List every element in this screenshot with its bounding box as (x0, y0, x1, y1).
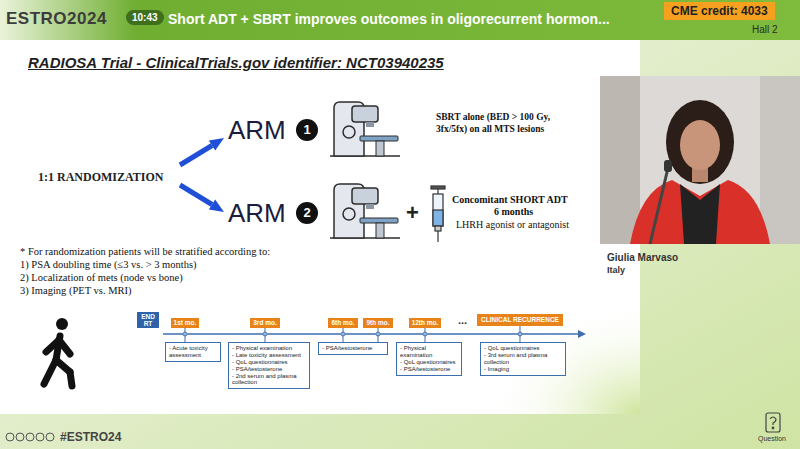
arm-number: 1 (296, 119, 318, 141)
plus-sign: + (406, 200, 419, 226)
stratification-note: 2) Localization of mets (node vs bone) (20, 272, 183, 285)
question-icon (766, 413, 780, 432)
node-text: 12th mo. (412, 319, 439, 327)
stratification-note: 3) Imaging (PET vs. MRI) (20, 285, 132, 298)
node-text: CLINICAL RECURRENCE (481, 316, 559, 324)
time-badge: 10:43 (126, 10, 164, 25)
timeline-connector (424, 328, 425, 342)
node-text: - Late toxicity assessment (232, 352, 306, 359)
node-text: - PSA/testosterone (232, 366, 306, 373)
arm-description: LHRH agonist or antagonist (456, 219, 569, 231)
speaker-name: Giulia Marvaso (607, 252, 678, 264)
timeline-connector (343, 328, 344, 342)
arm-label: ARM (228, 198, 286, 229)
stratification-note: 1) PSA doubling time (≤3 vs. > 3 months) (20, 259, 197, 272)
timeline-connector (264, 328, 265, 342)
timeline-ellipsis: ... (458, 314, 467, 327)
node-text: 3rd mo. (253, 319, 276, 327)
timeline-end: CLINICAL RECURRENCE (477, 314, 563, 326)
node-text: - QoL questionnaires (484, 345, 562, 352)
speaker-country: Italy (607, 265, 625, 276)
node-text: - PSA/testosterone (400, 366, 458, 373)
hashtag: #ESTRO24 (60, 430, 121, 444)
node-text: 2 (296, 202, 318, 224)
credit-badge: CME credit: 4033 (664, 2, 775, 20)
event-logo: ESTRO2024 (6, 9, 107, 29)
visit-box: - Physical examination- Late toxicity as… (228, 342, 310, 389)
linac-icon (330, 102, 400, 156)
stratification-note: * For randomization patients will be str… (20, 246, 270, 259)
slide-ground (0, 40, 640, 414)
node-text: - Physical examination (400, 345, 458, 359)
node-text: - Acute toxicity assessment (169, 345, 217, 359)
timeline-connector (519, 326, 520, 342)
node-text: 10:43 (132, 12, 158, 23)
arm-number: 2 (296, 202, 318, 224)
randomization-label: 1:1 RANDOMIZATION (38, 170, 163, 184)
hall-label: Hall 2 (752, 24, 778, 36)
timeline-connector (378, 328, 379, 342)
session-title: Short ADT + SBRT improves outcomes in ol… (168, 11, 610, 28)
visit-box: - Physical examination- QoL questionnair… (396, 342, 462, 376)
timeline-marker: 9th mo. (363, 318, 392, 328)
node-text: - Physical examination (232, 345, 306, 352)
timeline-marker: 12th mo. (409, 318, 442, 328)
visit-box: - PSA/testosterone (318, 342, 388, 355)
slide-glow (470, 290, 640, 414)
node-text: - 3rd serum and plasma collection (484, 352, 562, 366)
timeline-connector (184, 328, 185, 342)
slide-title: RADIOSA Trial - ClinicalTrials.gov ident… (28, 54, 444, 72)
timeline-marker: 6th mo. (328, 318, 357, 328)
linac-icon (330, 184, 400, 238)
node-text: 1 (296, 119, 318, 141)
arm-description: Concomitant SHORT ADT (452, 194, 568, 206)
arm-label: ARM (228, 115, 286, 146)
node-text: 9th mo. (366, 319, 389, 327)
randomization-arrows (180, 138, 224, 212)
node-text: - QoL questionnaires (400, 359, 458, 366)
timeline-marker: 3rd mo. (250, 318, 279, 328)
header-band (0, 0, 800, 40)
arm-description: SBRT alone (BED > 100 Gy, 3fx/5fx) on al… (436, 112, 576, 136)
node-text: - QoL questionnaires (232, 359, 306, 366)
visit-box: - Acute toxicity assessment (165, 342, 221, 362)
node-text: 1st mo. (174, 319, 197, 327)
node-text: - 2nd serum and plasma collection (232, 373, 306, 387)
question-label: Question (758, 435, 786, 443)
timeline-marker: 1st mo. (171, 318, 200, 328)
circle-fill (296, 119, 318, 141)
circle-fill (296, 202, 318, 224)
visit-box: - QoL questionnaires- 3rd serum and plas… (480, 342, 566, 376)
social-icons (6, 433, 54, 441)
timeline-axis (163, 330, 586, 338)
node-text: CME credit: 4033 (671, 4, 768, 18)
speaker-video (600, 76, 800, 244)
walking-person-icon (44, 318, 72, 386)
node-text: END RT (138, 313, 158, 327)
arm-description: 6 months (494, 206, 533, 218)
node-text: - Imaging (484, 366, 562, 373)
node-text: 6th mo. (331, 319, 354, 327)
syringe-icon (431, 186, 445, 242)
timeline-start: END RT (137, 312, 159, 328)
node-text: - PSA/testosterone (322, 345, 384, 352)
